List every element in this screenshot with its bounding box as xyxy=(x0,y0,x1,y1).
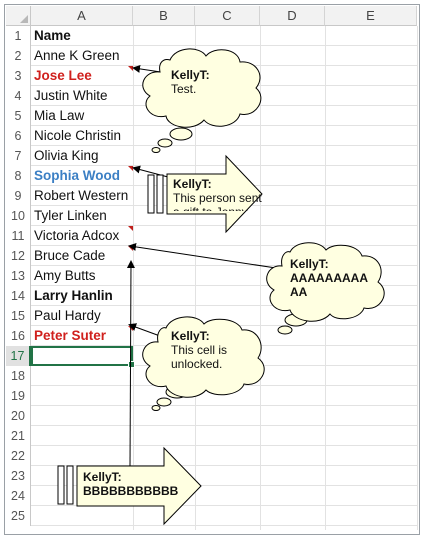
select-all-button[interactable] xyxy=(6,6,31,26)
comment-4-author: KellyT: xyxy=(171,329,210,343)
row-header-12[interactable]: 12 xyxy=(6,246,31,266)
comment-4-text: This cell is unlocked. xyxy=(171,343,228,371)
comment-2-content: KellyT: This person sent a gift to Jenny xyxy=(173,177,269,211)
gridline-vertical xyxy=(417,26,418,530)
cell-a2[interactable]: Anne K Green xyxy=(34,48,120,63)
cell-a4[interactable]: Justin White xyxy=(34,88,108,103)
row-header-10[interactable]: 10 xyxy=(6,206,31,226)
cell-a12[interactable]: Bruce Cade xyxy=(34,248,106,263)
row-header-8[interactable]: 8 xyxy=(6,166,31,186)
gridline-horizontal xyxy=(31,505,417,506)
comment-1-content: KellyT: Test. xyxy=(171,68,251,96)
comment-indicator-icon[interactable] xyxy=(128,246,133,251)
comment-3-author: KellyT: xyxy=(290,257,329,271)
row-header-25[interactable]: 25 xyxy=(6,506,31,526)
cell-a11[interactable]: Victoria Adcox xyxy=(34,228,120,243)
cell-a3[interactable]: Jose Lee xyxy=(34,68,92,83)
row-header-7[interactable]: 7 xyxy=(6,146,31,166)
cell-a10[interactable]: Tyler Linken xyxy=(34,208,107,223)
cell-a5[interactable]: Mia Law xyxy=(34,108,85,123)
gridline-vertical xyxy=(260,26,261,530)
cell-a1[interactable]: Name xyxy=(34,28,71,43)
cell-a6[interactable]: Nicole Christin xyxy=(34,128,122,143)
row-header-6[interactable]: 6 xyxy=(6,126,31,146)
cell-a9[interactable]: Robert Western xyxy=(34,188,129,203)
comment-1-author: KellyT: xyxy=(171,68,210,82)
active-cell-a17[interactable] xyxy=(31,346,135,368)
row-header-19[interactable]: 19 xyxy=(6,386,31,406)
row-header-17[interactable]: 17 xyxy=(6,346,31,366)
row-header-15[interactable]: 15 xyxy=(6,306,31,326)
comment-1-text: Test. xyxy=(171,82,197,96)
gridline-horizontal xyxy=(31,245,417,246)
comment-5-text: BBBBBBBBBBB xyxy=(83,484,179,498)
column-header-a[interactable]: A xyxy=(31,6,133,26)
row-header-1[interactable]: 1 xyxy=(6,26,31,46)
gridline-horizontal xyxy=(31,485,417,486)
comment-2-text: This person sent a gift to Jenny xyxy=(173,191,262,211)
row-header-11[interactable]: 11 xyxy=(6,226,31,246)
column-header-b[interactable]: B xyxy=(133,6,195,26)
comment-3-content: KellyT: AAAAAAAAA AA xyxy=(290,257,372,299)
cell-a13[interactable]: Amy Butts xyxy=(34,268,96,283)
row-header-14[interactable]: 14 xyxy=(6,286,31,306)
comment-2-author: KellyT: xyxy=(173,177,212,191)
gridline-horizontal xyxy=(31,45,417,46)
row-header-16[interactable]: 16 xyxy=(6,326,31,346)
gridline-horizontal xyxy=(31,305,417,306)
cell-a7[interactable]: Olivia King xyxy=(34,148,99,163)
row-header-24[interactable]: 24 xyxy=(6,486,31,506)
comment-5-author: KellyT: xyxy=(83,470,122,484)
column-header-d[interactable]: D xyxy=(260,6,325,26)
cell-a15[interactable]: Paul Hardy xyxy=(34,308,101,323)
gridline-horizontal xyxy=(31,525,417,526)
column-header-e[interactable]: E xyxy=(325,6,417,26)
row-header-4[interactable]: 4 xyxy=(6,86,31,106)
gridline-vertical xyxy=(195,26,196,530)
column-header-c[interactable]: C xyxy=(195,6,260,26)
row-header-5[interactable]: 5 xyxy=(6,106,31,126)
gridline-horizontal xyxy=(31,285,417,286)
cell-a14[interactable]: Larry Hanlin xyxy=(34,288,113,303)
gridline-horizontal xyxy=(31,405,417,406)
gridline-vertical xyxy=(133,26,134,530)
row-header-22[interactable]: 22 xyxy=(6,446,31,466)
gridline-horizontal xyxy=(31,445,417,446)
row-header-23[interactable]: 23 xyxy=(6,466,31,486)
gridline-horizontal xyxy=(31,465,417,466)
comment-indicator-icon[interactable] xyxy=(128,326,133,331)
row-header-9[interactable]: 9 xyxy=(6,186,31,206)
row-header-13[interactable]: 13 xyxy=(6,266,31,286)
row-header-21[interactable]: 21 xyxy=(6,426,31,446)
row-header-3[interactable]: 3 xyxy=(6,66,31,86)
comment-indicator-icon[interactable] xyxy=(128,166,133,171)
cell-a16[interactable]: Peter Suter xyxy=(34,328,107,343)
comment-3-text: AAAAAAAAA AA xyxy=(290,271,368,299)
gridline-horizontal xyxy=(31,425,417,426)
comment-5-content: KellyT: BBBBBBBBBBB xyxy=(83,470,179,498)
gridline-horizontal xyxy=(31,385,417,386)
comment-indicator-icon[interactable] xyxy=(128,66,133,71)
cell-a8[interactable]: Sophia Wood xyxy=(34,168,120,183)
row-header-18[interactable]: 18 xyxy=(6,366,31,386)
row-header-20[interactable]: 20 xyxy=(6,406,31,426)
row-header-2[interactable]: 2 xyxy=(6,46,31,66)
gridline-horizontal xyxy=(31,145,417,146)
comment-indicator-icon[interactable] xyxy=(128,226,133,231)
comment-4-content: KellyT: This cell is unlocked. xyxy=(171,329,249,371)
